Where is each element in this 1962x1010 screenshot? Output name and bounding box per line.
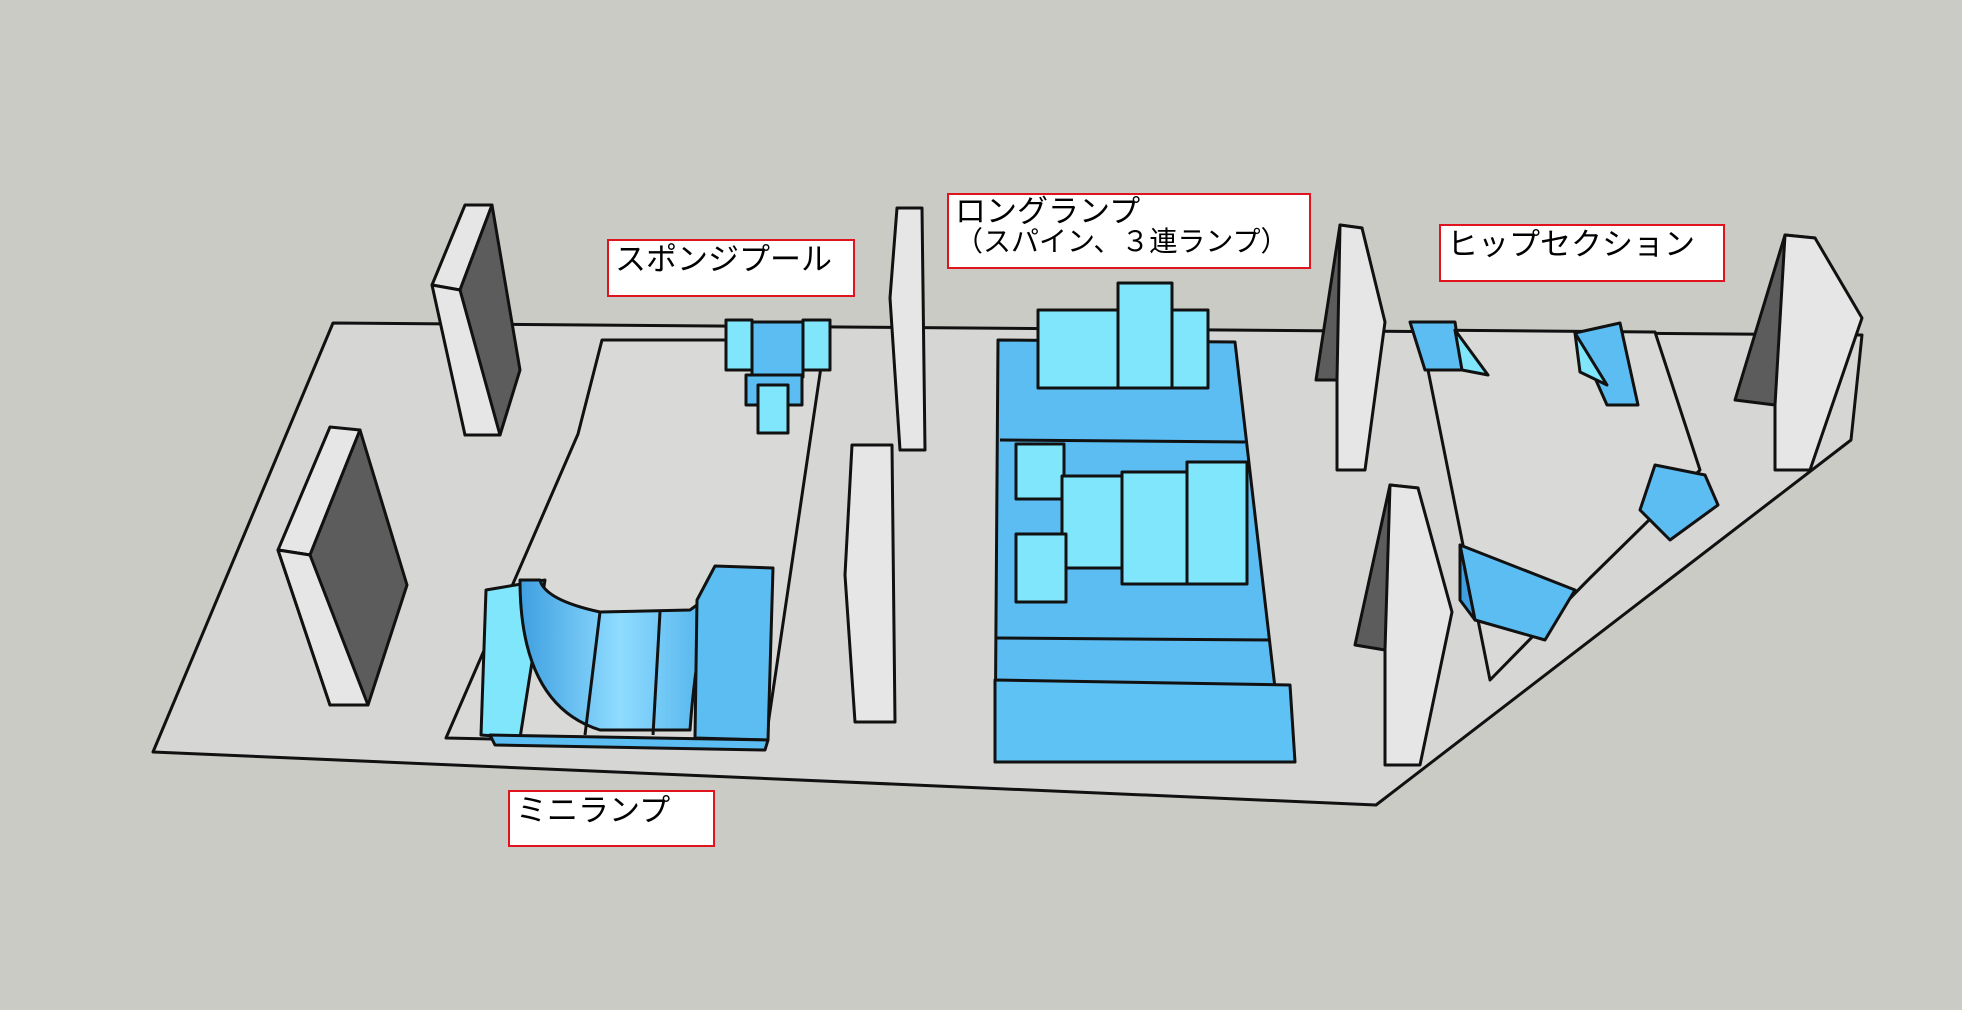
label-mini-ramp: ミニランプ <box>508 790 715 847</box>
label-mini-ramp-text: ミニランプ <box>516 793 671 829</box>
label-long-ramp: ロングランプ （スパイン、３連ランプ） <box>947 193 1311 269</box>
long-ramp <box>993 281 1297 764</box>
wall-right-back <box>1314 223 1387 472</box>
label-sponge-pool-text: スポンジプール <box>615 242 832 278</box>
sponge-pool-blocks <box>724 318 832 435</box>
wall-center-front <box>843 443 897 724</box>
wall-far-right <box>1733 233 1864 472</box>
wall-left-front <box>276 425 409 707</box>
wall-left-back <box>430 203 522 437</box>
wall-center-back <box>888 206 927 452</box>
hip-section-blocks <box>1408 320 1720 642</box>
label-hip-section: ヒップセクション <box>1439 224 1725 282</box>
label-sponge-pool: スポンジプール <box>607 239 855 297</box>
label-long-ramp-line1: ロングランプ <box>955 194 1141 230</box>
mini-ramp <box>479 564 775 752</box>
wall-right-front <box>1353 483 1454 767</box>
label-long-ramp-line2: （スパイン、３連ランプ） <box>955 225 1289 258</box>
label-hip-section-text: ヒップセクション <box>1447 227 1695 263</box>
